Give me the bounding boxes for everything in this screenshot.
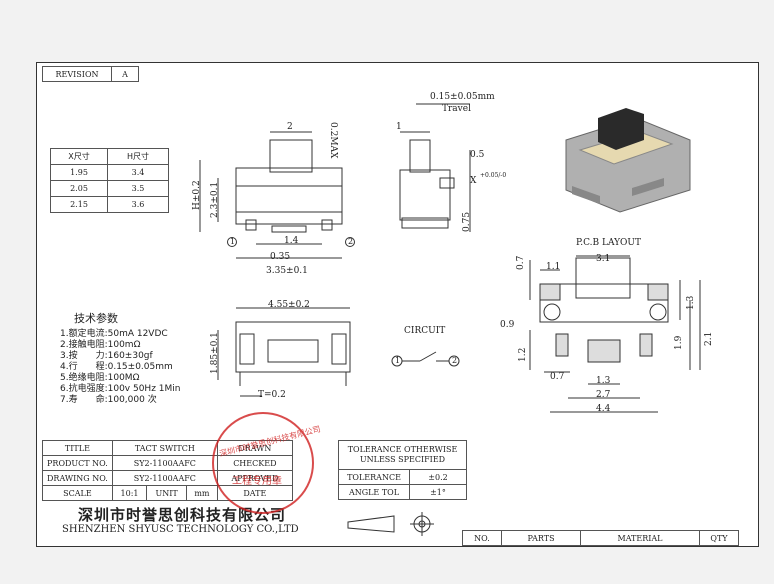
parts-header: MATERIAL — [580, 530, 700, 546]
top-body — [235, 321, 351, 373]
spec-item: 4.行 程:0.15±0.05mm — [60, 362, 173, 372]
company-seal: 深圳市时誉思创科技有限公司 工程专用章 — [212, 412, 322, 514]
travel-label: Travel — [442, 104, 471, 114]
scale-label: SCALE — [42, 485, 113, 501]
pcb-top-width: 3.1 — [596, 254, 611, 264]
dim-front-base: 3.35±0.1 — [266, 266, 308, 276]
circuit-title: CIRCUIT — [404, 326, 446, 336]
dim-side-x-tol: +0.05/-0 — [480, 172, 507, 179]
scale-value: 10:1 — [111, 485, 148, 501]
revision-value: A — [111, 66, 139, 82]
marker-pin-2: 2 — [348, 237, 354, 246]
table-cell: 3.6 — [107, 196, 169, 213]
pcb-right-top: 1.3 — [686, 295, 696, 310]
circuit-pin-2: 2 — [452, 356, 458, 365]
company-name-en: SHENZHEN SHYUSC TECHNOLOGY CO.,LTD — [62, 524, 299, 535]
parts-header: NO. — [462, 530, 502, 546]
seal-sub: 工程专用章 — [232, 476, 282, 487]
seal-text: 深圳市时誉思创科技有限公司 — [218, 424, 322, 459]
tolerance-block: TOLERANCE OTHERWISE UNLESS SPECIFIED TOL… — [338, 440, 467, 500]
spec-item: 3.按 力:160±30gf — [60, 351, 153, 361]
unit-value: mm — [186, 485, 218, 501]
angle-label: ANGLE TOL — [338, 484, 410, 500]
product-value: SY2-1100AAFC — [111, 455, 218, 471]
dim-top-width: 4.55±0.2 — [268, 300, 310, 310]
revision-table: REVISION A — [42, 66, 139, 82]
dim-side-top: 1 — [396, 122, 402, 132]
spec-item: 6.抗电强度:100v 50Hz 1Min — [60, 384, 181, 394]
revision-label: REVISION — [42, 66, 112, 82]
travel-value: 0.15±0.05mm — [430, 92, 495, 102]
front-actuator — [269, 139, 313, 173]
marker-pin-1: 1 — [230, 237, 236, 246]
dim-side-bottom: 0.75 — [462, 211, 472, 232]
drawing-value: SY2-1100AAFC — [111, 470, 218, 486]
dim-side-mid: 0.5 — [470, 150, 485, 160]
dim-top-left: 1.85±0.1 — [210, 332, 220, 374]
spec-item: 1.额定电流:50mA 12VDC — [60, 329, 168, 339]
drawing-label: DRAWING NO. — [42, 470, 113, 486]
pcb-right-mid: 1.9 — [674, 335, 684, 350]
parts-header: QTY — [699, 530, 739, 546]
switch-3d-illustration — [565, 108, 691, 213]
spec-item: 7.寿 命:100,000 次 — [60, 395, 157, 405]
dim-front-max: 0.2MAX — [328, 122, 338, 159]
pcb-bottom-left: 0.7 — [550, 372, 565, 382]
tolerance-label: TOLERANCE — [338, 469, 410, 485]
parts-header: PARTS — [501, 530, 581, 546]
spec-item: 2.接触电阻:100mΩ — [60, 340, 141, 350]
angle-value: ±1° — [409, 484, 467, 500]
pcb-left-top: 0.7 — [516, 255, 526, 270]
tolerance-title: TOLERANCE OTHERWISE UNLESS SPECIFIED — [338, 440, 467, 470]
dim-front-height: H±0.2 — [192, 180, 202, 210]
circuit-pin-1: 1 — [395, 356, 401, 365]
unit-label: UNIT — [146, 485, 188, 501]
dim-front-pin: 1.4 — [284, 236, 299, 246]
pcb-bottom-mid: 1.3 — [596, 376, 611, 386]
tolerance-value: ±0.2 — [409, 469, 467, 485]
pcb-left-top2: 1.1 — [546, 262, 561, 272]
dim-side-x: X — [470, 176, 477, 186]
title-value: TACT SWITCH — [111, 440, 218, 456]
dim-front-offset: 0.35 — [270, 252, 291, 262]
pcb-bottom-span: 2.7 — [596, 390, 611, 400]
pcb-left-mid: 1.2 — [518, 347, 528, 362]
specs-title: 技术参数 — [74, 312, 118, 325]
company-name-cn: 深圳市时誉思创科技有限公司 — [78, 506, 287, 524]
pcb-right-outer: 2.1 — [704, 331, 714, 346]
front-body — [235, 167, 343, 225]
dim-front-top-width: 2 — [287, 122, 293, 132]
title-label: TITLE — [42, 440, 113, 456]
dim-top-thickness: T=0.2 — [258, 390, 286, 400]
product-label: PRODUCT NO. — [42, 455, 113, 471]
pcb-title: P.C.B LAYOUT — [576, 238, 642, 248]
spec-item: 5.绝缘电阻:100MΩ — [60, 373, 140, 383]
dim-front-inner: 2.3±0.1 — [210, 181, 220, 218]
pcb-bottom-total: 4.4 — [596, 404, 611, 414]
pcb-hole: 0.9 — [500, 320, 515, 330]
